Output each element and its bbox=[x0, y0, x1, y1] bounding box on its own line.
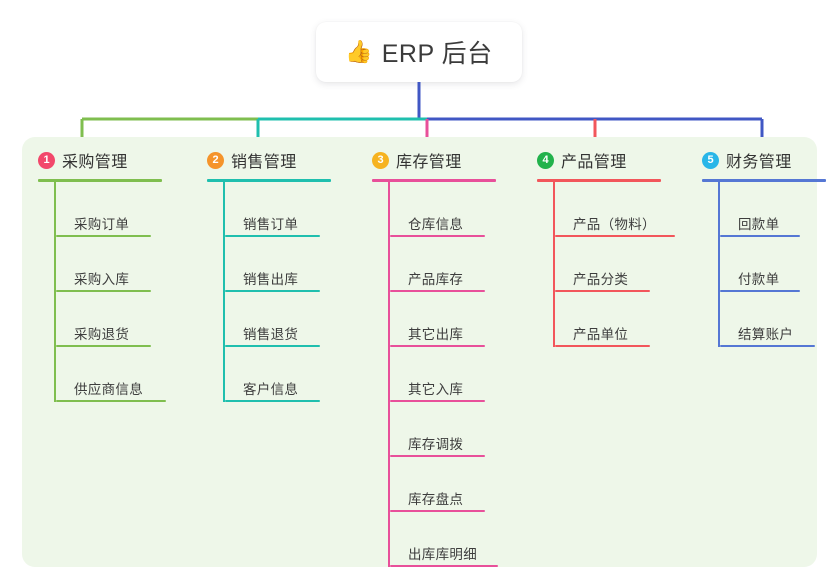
list-item-label: 产品（物料） bbox=[573, 217, 656, 232]
list-item-rule bbox=[555, 345, 650, 347]
list-item-label: 产品分类 bbox=[573, 272, 629, 287]
column-items-5: 回款单付款单结算账户 bbox=[718, 182, 826, 347]
column-rule-4 bbox=[537, 179, 661, 182]
list-item-rule bbox=[720, 290, 800, 292]
list-item-label: 采购入库 bbox=[74, 272, 130, 287]
list-item-rule bbox=[390, 565, 498, 567]
list-item-label: 库存盘点 bbox=[408, 492, 464, 507]
thumbs-up-icon: 👍 bbox=[345, 39, 373, 64]
column-header-2[interactable]: 2 销售管理 bbox=[207, 148, 331, 172]
column-items-2: 销售订单销售出库销售退货客户信息 bbox=[223, 182, 331, 402]
list-item[interactable]: 结算账户 bbox=[720, 292, 826, 347]
list-item-label: 销售退货 bbox=[243, 327, 299, 342]
list-item-label: 采购订单 bbox=[74, 217, 130, 232]
column-4: 4 产品管理产品（物料） 产品分类产品单位 bbox=[537, 148, 675, 347]
list-item-rule bbox=[225, 345, 320, 347]
mindmap-panel: 1 采购管理采购订单采购入库采购退货供应商信息 2 销售管理销售订单销售出库销售退货客… bbox=[22, 137, 826, 567]
list-item[interactable]: 其它出库 bbox=[390, 292, 496, 347]
list-item-rule bbox=[390, 345, 485, 347]
list-item-label: 供应商信息 bbox=[74, 382, 143, 397]
list-item-rule bbox=[390, 455, 485, 457]
list-item[interactable]: 库存盘点 bbox=[390, 457, 496, 512]
list-item-rule bbox=[390, 400, 485, 402]
list-item[interactable]: 采购订单 bbox=[56, 182, 162, 237]
list-item-rule bbox=[720, 235, 800, 237]
column-rule-1 bbox=[38, 179, 162, 182]
list-item[interactable]: 仓库信息 bbox=[390, 182, 496, 237]
list-item-label: 结算账户 bbox=[738, 327, 794, 342]
column-header-3[interactable]: 3 库存管理 bbox=[372, 148, 496, 172]
list-item[interactable]: 产品（物料） bbox=[555, 182, 675, 237]
column-1: 1 采购管理采购订单采购入库采购退货供应商信息 bbox=[38, 148, 166, 402]
list-item[interactable]: 付款单 bbox=[720, 237, 826, 292]
list-item-label: 付款单 bbox=[738, 272, 780, 287]
list-item-rule bbox=[225, 290, 320, 292]
column-title-4: 产品管理 bbox=[561, 154, 627, 171]
column-title-5: 财务管理 bbox=[726, 154, 792, 171]
column-items-4: 产品（物料） 产品分类产品单位 bbox=[553, 182, 675, 347]
list-item-label: 其它出库 bbox=[408, 327, 464, 342]
list-item-label: 客户信息 bbox=[243, 382, 299, 397]
root-title: ERP 后台 bbox=[381, 40, 493, 68]
list-item-label: 产品库存 bbox=[408, 272, 464, 287]
list-item-rule bbox=[555, 290, 650, 292]
column-badge-1: 1 bbox=[38, 151, 55, 169]
column-header-1[interactable]: 1 采购管理 bbox=[38, 148, 162, 172]
list-item-rule bbox=[390, 235, 485, 237]
list-item[interactable]: 客户信息 bbox=[225, 347, 331, 402]
column-title-2: 销售管理 bbox=[231, 154, 297, 171]
list-item-rule bbox=[56, 290, 151, 292]
list-item-rule bbox=[555, 235, 675, 237]
list-item-rule bbox=[390, 510, 485, 512]
list-item[interactable]: 销售出库 bbox=[225, 237, 331, 292]
column-title-1: 采购管理 bbox=[62, 154, 128, 171]
column-badge-4: 4 bbox=[537, 151, 554, 169]
list-item-label: 销售订单 bbox=[243, 217, 299, 232]
list-item[interactable]: 销售订单 bbox=[225, 182, 331, 237]
column-rule-3 bbox=[372, 179, 496, 182]
list-item[interactable]: 出库库明细 bbox=[390, 512, 498, 567]
list-item-label: 回款单 bbox=[738, 217, 780, 232]
column-badge-3: 3 bbox=[372, 151, 389, 169]
list-item-label: 采购退货 bbox=[74, 327, 130, 342]
list-item-label: 仓库信息 bbox=[408, 217, 464, 232]
list-item-rule bbox=[56, 345, 151, 347]
column-5: 5 财务管理回款单付款单结算账户 bbox=[702, 148, 826, 347]
list-item-label: 其它入库 bbox=[408, 382, 464, 397]
column-items-3: 仓库信息产品库存其它出库其它入库库存调拨库存盘点出库库明细 bbox=[388, 182, 498, 567]
list-item[interactable]: 回款单 bbox=[720, 182, 826, 237]
column-header-5[interactable]: 5 财务管理 bbox=[702, 148, 826, 172]
list-item[interactable]: 库存调拨 bbox=[390, 402, 496, 457]
list-item[interactable]: 产品分类 bbox=[555, 237, 661, 292]
column-title-3: 库存管理 bbox=[396, 154, 462, 171]
column-items-1: 采购订单采购入库采购退货供应商信息 bbox=[54, 182, 166, 402]
column-badge-2: 2 bbox=[207, 151, 224, 169]
list-item[interactable]: 采购入库 bbox=[56, 237, 162, 292]
root-node[interactable]: 👍 ERP 后台 bbox=[316, 22, 522, 82]
list-item-label: 销售出库 bbox=[243, 272, 299, 287]
list-item[interactable]: 销售退货 bbox=[225, 292, 331, 347]
list-item-rule bbox=[56, 400, 166, 402]
column-header-4[interactable]: 4 产品管理 bbox=[537, 148, 661, 172]
list-item[interactable]: 供应商信息 bbox=[56, 347, 166, 402]
list-item-rule bbox=[225, 400, 320, 402]
list-item[interactable]: 产品库存 bbox=[390, 237, 496, 292]
column-rule-2 bbox=[207, 179, 331, 182]
list-item-rule bbox=[720, 345, 815, 347]
list-item[interactable]: 产品单位 bbox=[555, 292, 661, 347]
list-item-rule bbox=[390, 290, 485, 292]
list-item[interactable]: 采购退货 bbox=[56, 292, 162, 347]
list-item-label: 产品单位 bbox=[573, 327, 629, 342]
list-item-rule bbox=[56, 235, 151, 237]
list-item-rule bbox=[225, 235, 320, 237]
list-item[interactable]: 其它入库 bbox=[390, 347, 496, 402]
column-3: 3 库存管理仓库信息产品库存其它出库其它入库库存调拨库存盘点出库库明细 bbox=[372, 148, 498, 567]
list-item-label: 出库库明细 bbox=[408, 547, 477, 562]
list-item-label: 库存调拨 bbox=[408, 437, 464, 452]
column-2: 2 销售管理销售订单销售出库销售退货客户信息 bbox=[207, 148, 331, 402]
column-rule-5 bbox=[702, 179, 826, 182]
column-badge-5: 5 bbox=[702, 151, 719, 169]
